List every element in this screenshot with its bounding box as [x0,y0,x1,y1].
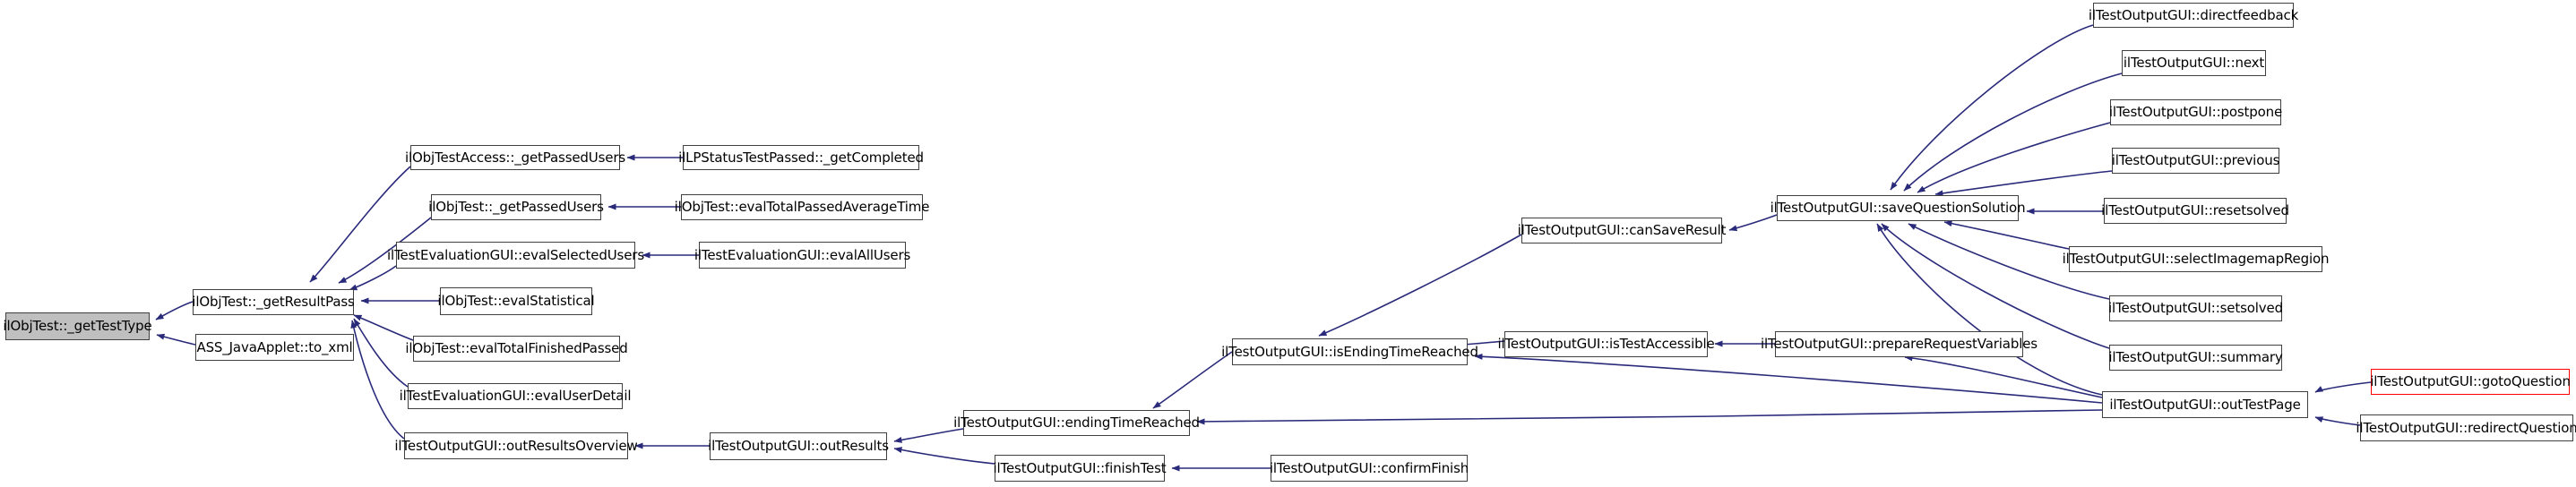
graph-node-ilobjtest-getpassedusers[interactable]: ilObjTest::_getPassedUsers [428,194,604,220]
graph-node-label: ilObjTestAccess::_getPassedUsers [404,149,626,166]
graph-edge [156,333,196,346]
graph-node-iltestoutputgui-redirectquestion[interactable]: ilTestOutputGUI::redirectQuestion [2356,414,2576,441]
graph-node-label: ilTestOutputGUI::setsolved [2108,300,2283,316]
graph-node-label: ilTestOutputGUI::isTestAccessible [1497,336,1715,352]
graph-edge [1904,355,2103,398]
graph-node-iltestoutputgui-outtestpage[interactable]: ilTestOutputGUI::outTestPage [2102,391,2308,418]
graph-node-label: ilTestOutputGUI::outResults [708,438,889,454]
graph-node-iltestoutputgui-resetsolved[interactable]: ilTestOutputGUI::resetsolved [2101,198,2289,224]
graph-node-iltestoutputgui-confirmfinish[interactable]: ilTestOutputGUI::confirmFinish [1270,455,1469,482]
graph-node-iltestevaluationgui-evaluserdetail[interactable]: ilTestEvaluationGUI::evalUserDetail [400,383,632,409]
graph-node-label: ilObjTest::_getResultPass [192,294,355,310]
graph-node-label: ilTestOutputGUI::directfeedback [2088,6,2299,23]
graph-node-ilobjtest-evaltotalpassedaveragetime[interactable]: ilObjTest::evalTotalPassedAverageTime [675,194,929,220]
graph-node-iltestoutputgui-directfeedback[interactable]: ilTestOutputGUI::directfeedback [2089,3,2298,28]
graph-edge [1934,170,2113,197]
graph-node-label: ilTestOutputGUI::finishTest [993,459,1167,476]
graph-edge [1943,220,2070,250]
graph-node-label: ilTestOutputGUI::previous [2111,152,2280,168]
graph-node-label: ilTestOutputGUI::selectImagemapRegion [2062,251,2330,267]
graph-node-label: ilTestOutputGUI::postpone [2108,104,2283,120]
graph-node-label: ilTestOutputGUI::isEndingTimeReached [1221,343,1478,360]
graph-node-label: ilTestEvaluationGUI::evalSelectedUsers [387,246,644,263]
graph-node-label: ilObjTest::evalTotalPassedAverageTime [674,199,930,215]
graph-edge [349,265,397,291]
graph-edge [1903,73,2123,192]
graph-node-label: ilTestEvaluationGUI::evalAllUsers [694,246,911,263]
graph-edge [1728,214,1778,232]
graph-node-ilobjtest-gettesttype[interactable]: ilObjTest::_getTestType [3,312,152,340]
graph-edge [1881,223,2110,349]
graph-edge [350,320,405,440]
graph-node-label: ilTestOutputGUI::outResultsOverview [394,437,638,454]
graph-edge [1890,24,2094,191]
graph-node-label: ilLPStatusTestPassed::_getCompleted [678,149,924,166]
graph-node-label: ilTestOutputGUI::resetsolved [2101,202,2289,218]
graph-node-label: ASS_JavaApplet::to_xml [196,338,353,355]
graph-node-iltestoutputgui-savequestionsolution[interactable]: ilTestOutputGUI::saveQuestionSolution [1770,195,2026,221]
graph-edge [893,447,995,465]
graph-node-label: ilTestOutputGUI::confirmFinish [1269,459,1469,476]
graph-node-iltestoutputgui-isendingtimereached[interactable]: ilTestOutputGUI::isEndingTimeReached [1221,338,1478,365]
graph-edge [1917,122,2111,193]
graph-node-label: ilTestOutputGUI::saveQuestionSolution [1770,200,2026,216]
graph-node-iltestoutputgui-summary[interactable]: ilTestOutputGUI::summary [2108,345,2283,371]
graph-edge [1196,409,2103,425]
graph-node-illpstatustestpassed-getcompleted[interactable]: ilLPStatusTestPassed::_getCompleted [678,145,924,170]
graph-node-iltestoutputgui-outresultsoverview[interactable]: ilTestOutputGUI::outResultsOverview [394,432,638,459]
graph-node-iltestoutputgui-next[interactable]: ilTestOutputGUI::next [2122,50,2266,76]
graph-edge [1474,353,2103,404]
graph-node-label: ilObjTest::evalTotalFinishedPassed [405,340,628,356]
graph-node-label: ilObjTest::evalStatistical [437,293,595,309]
graph-node-label: ilTestOutputGUI::outTestPage [2109,396,2301,413]
graph-node-iltestoutputgui-setsolved[interactable]: ilTestOutputGUI::setsolved [2108,295,2283,321]
graph-edge [893,428,964,443]
graph-node-ilobjtestaccess-getpassedusers[interactable]: ilObjTestAccess::_getPassedUsers [405,145,625,170]
graph-node-label: ilTestOutputGUI::endingTimeReached [953,414,1200,431]
graph-node-iltestoutputgui-cansaveresult[interactable]: ilTestOutputGUI::canSaveResult [1518,218,1727,244]
graph-edge [2314,381,2372,393]
graph-node-label: ilTestOutputGUI::redirectQuestion [2356,419,2576,436]
graph-node-label: ilTestOutputGUI::next [2123,55,2265,71]
graph-node-iltestoutputgui-preparerequestvariables[interactable]: ilTestOutputGUI::prepareRequestVariables [1761,331,2038,357]
graph-node-iltestevaluationgui-evalallusers[interactable]: ilTestEvaluationGUI::evalAllUsers [694,242,910,269]
graph-node-ilobjtest-evaltotalfinishedpassed[interactable]: ilObjTest::evalTotalFinishedPassed [405,336,628,362]
graph-node-label: ilTestOutputGUI::canSaveResult [1517,222,1727,238]
graph-edge [353,314,414,341]
graph-node-iltestoutputgui-postpone[interactable]: ilTestOutputGUI::postpone [2109,99,2282,125]
graph-edge [1318,234,1522,337]
graph-node-label: ilTestOutputGUI::gotoQuestion [2370,373,2571,389]
graph-node-iltestevaluationgui-evalselectedusers[interactable]: ilTestEvaluationGUI::evalSelectedUsers [387,242,644,269]
graph-node-ilobjtest-getresultpass[interactable]: ilObjTest::_getResultPass [192,289,355,315]
graph-node-label: ilObjTest::_getPassedUsers [428,199,604,215]
graph-node-iltestoutputgui-istestaccessible[interactable]: ilTestOutputGUI::isTestAccessible [1497,331,1715,357]
graph-node-label: ilObjTest::_getTestType [3,318,152,334]
graph-node-iltestoutputgui-selectimagemapregion[interactable]: ilTestOutputGUI::selectImagemapRegion [2063,246,2330,272]
graph-node-label: ilTestOutputGUI::prepareRequestVariables [1761,336,2038,352]
graph-node-ilobjtest-evalstatistical[interactable]: ilObjTest::evalStatistical [437,287,595,315]
graph-node-iltestoutputgui-previous[interactable]: ilTestOutputGUI::previous [2112,148,2279,174]
graph-node-iltestoutputgui-endingtimereached[interactable]: ilTestOutputGUI::endingTimeReached [953,410,1200,436]
graph-node-label: ilTestOutputGUI::summary [2108,349,2283,365]
graph-node-iltestoutputgui-gotoquestion[interactable]: ilTestOutputGUI::gotoQuestion [2370,369,2571,395]
graph-node-iltestoutputgui-outresults[interactable]: ilTestOutputGUI::outResults [708,432,889,460]
graph-node-iltestoutputgui-finishtest[interactable]: ilTestOutputGUI::finishTest [993,455,1167,482]
graph-node-ass-javaapplet-to-xml[interactable]: ASS_JavaApplet::to_xml [195,334,354,361]
graph-node-label: ilTestEvaluationGUI::evalUserDetail [399,388,632,404]
graph-edge [1152,351,1233,409]
